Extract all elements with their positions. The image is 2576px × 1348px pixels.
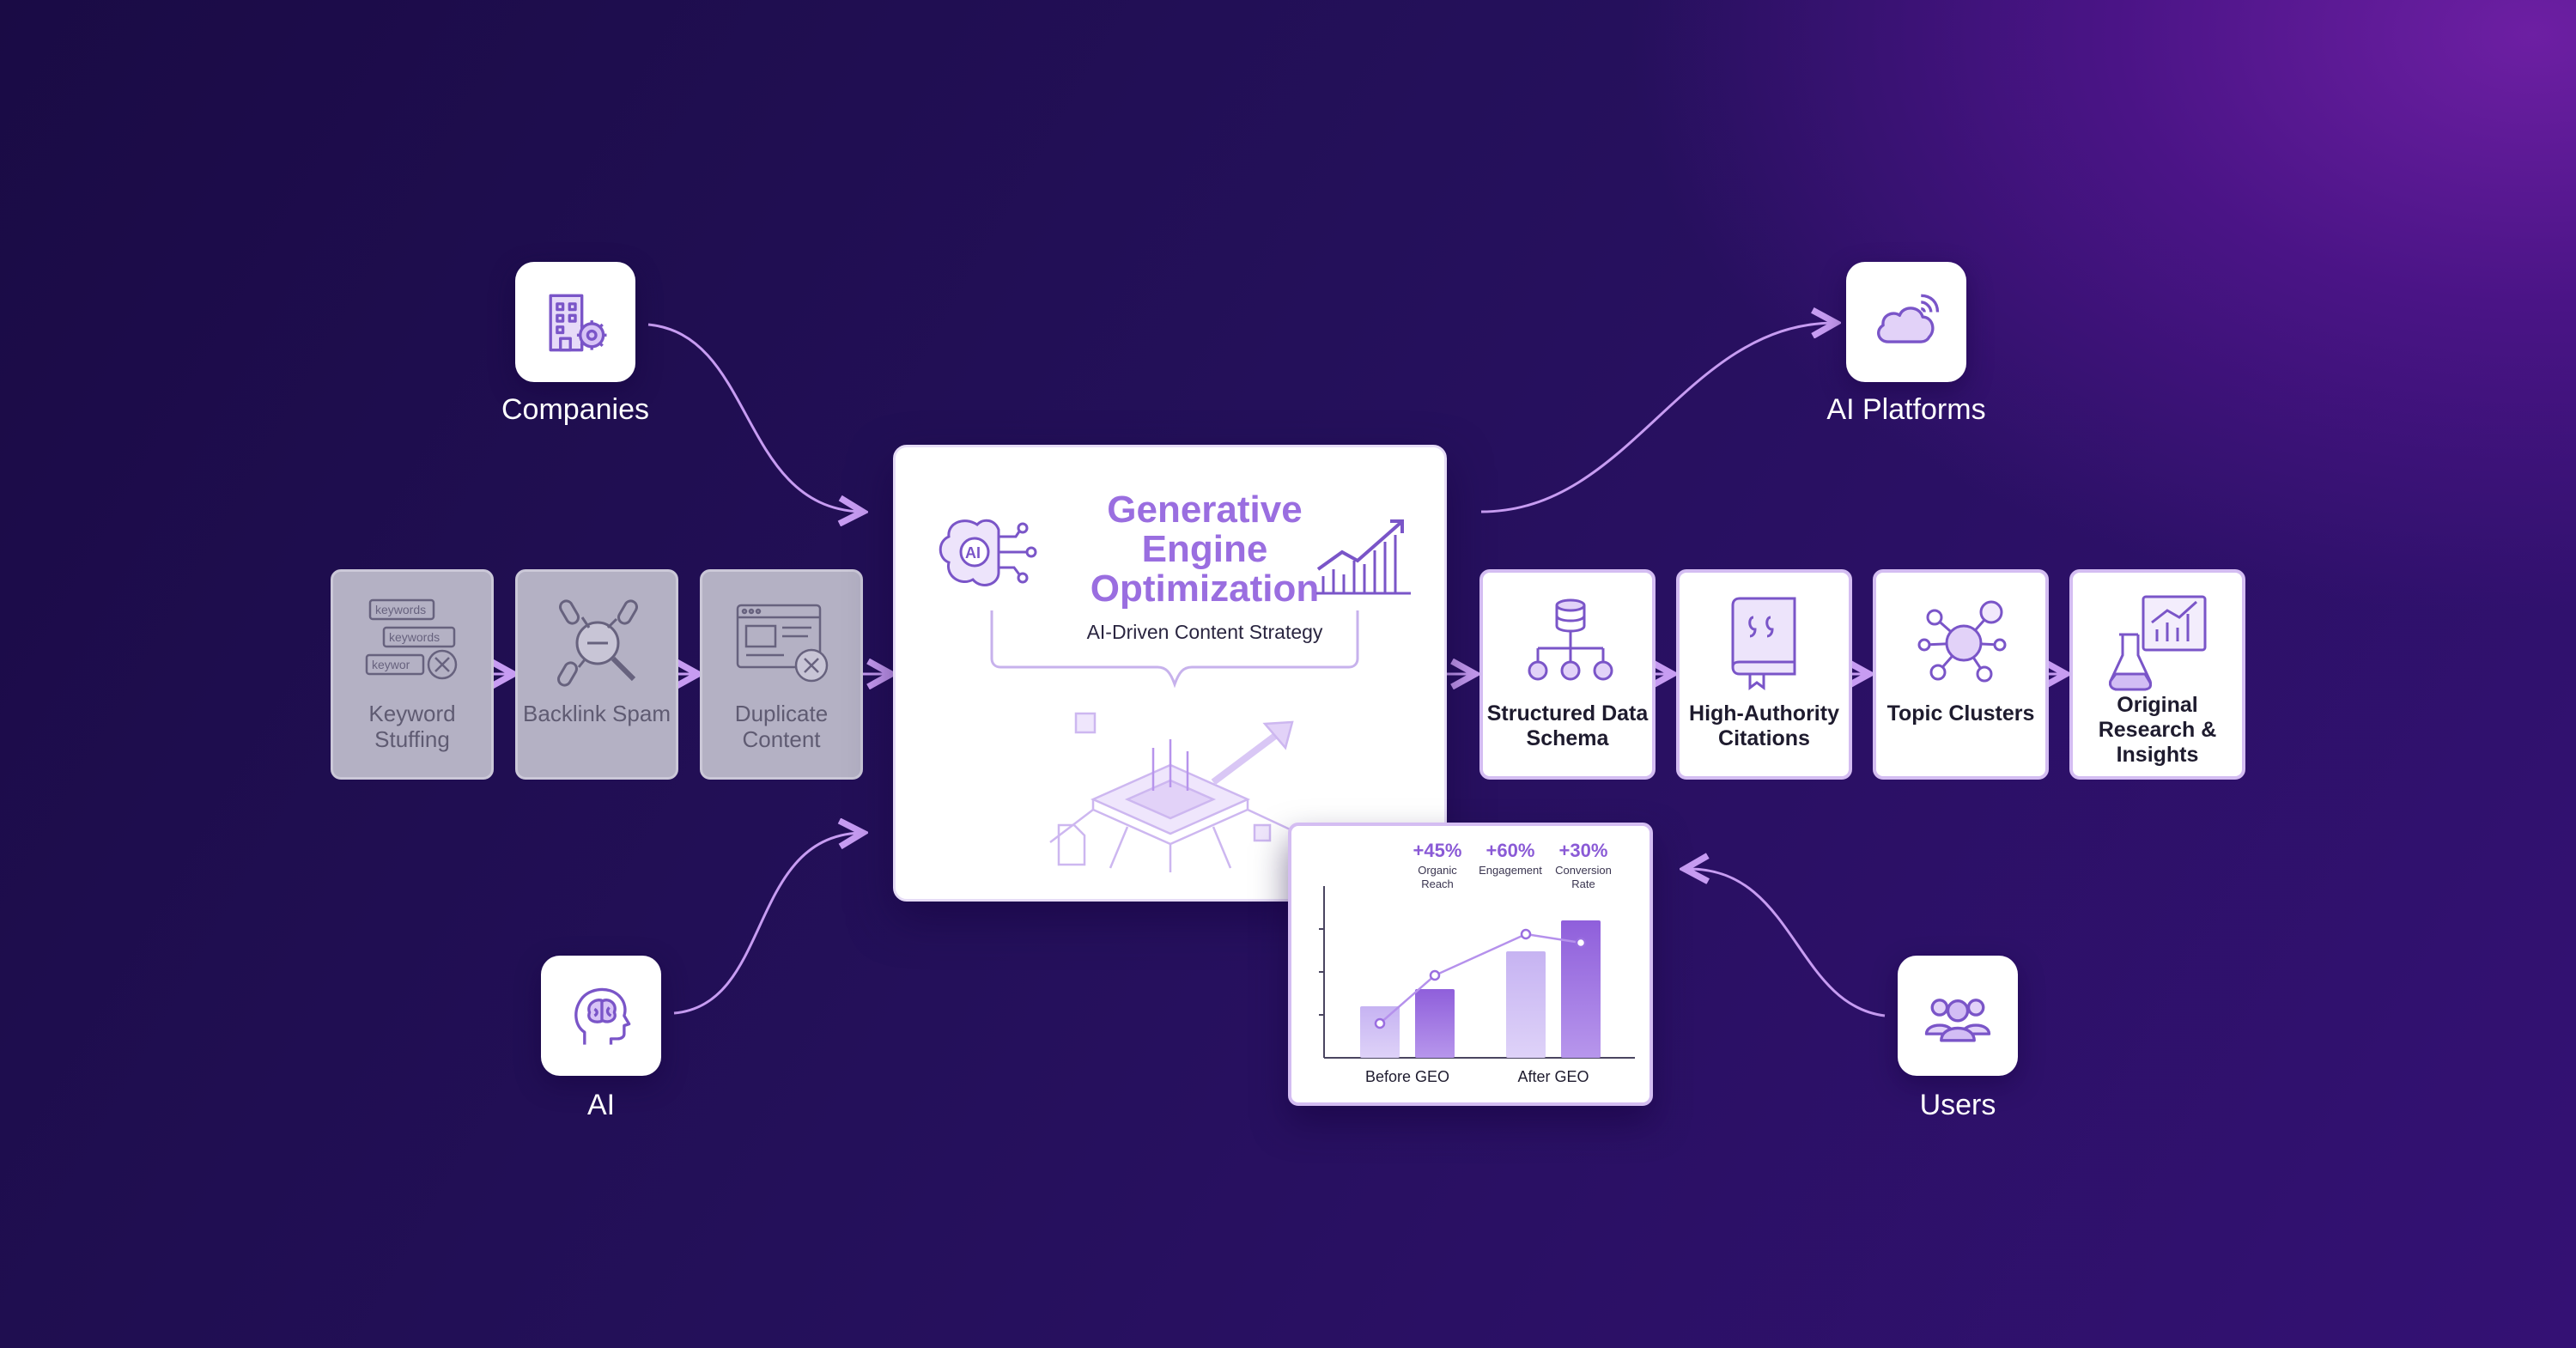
bar-1-1: [1360, 1006, 1400, 1058]
strategy-label: Original Research & Insights: [2098, 693, 2217, 767]
keyword-list-icon: keywords keywords keywor: [365, 598, 458, 680]
geo-panel: AI Generative Engine Optimization AI-Dri…: [893, 445, 1447, 902]
metric-value-3: +30%: [1559, 840, 1608, 861]
category-label: After GEO: [1517, 1068, 1589, 1085]
ai-platforms-label: AI Platforms: [1826, 393, 1986, 426]
bar-2-1: [1506, 951, 1546, 1058]
strategy-high-authority-citations: High-Authority Citations: [1676, 569, 1852, 780]
strategy-label: High-Authority Citations: [1689, 701, 1839, 750]
metric-value-2: +60%: [1486, 840, 1535, 861]
ai-badge-text: AI: [965, 544, 981, 562]
trend-point-1: [1374, 1017, 1386, 1029]
quote-book-icon: [1731, 597, 1796, 690]
strategy-label: Topic Clusters: [1886, 701, 2035, 726]
geo-title-line-3: Optimization: [1090, 568, 1320, 610]
strategy-structured-data-schema: Structured Data Schema: [1479, 569, 1656, 780]
trend-point-3: [1520, 928, 1532, 940]
metric-label-2: Engagement: [1479, 864, 1542, 877]
geo-subtitle: AI-Driven Content Strategy: [1086, 621, 1323, 643]
ai-platforms-tile: [1846, 262, 1966, 382]
strategy-original-research: Original Research & Insights: [2069, 569, 2245, 780]
category-label: Before GEO: [1365, 1068, 1449, 1085]
building-gear-icon: [549, 294, 607, 352]
ai-label: AI: [586, 1089, 616, 1121]
geo-title-line-1: Generative: [1107, 489, 1303, 531]
companies-label: Companies: [501, 393, 649, 426]
strategy-topic-clusters: Topic Clusters: [1873, 569, 2049, 780]
tactic-label: Duplicate Content: [734, 701, 829, 752]
bar-1-2: [1415, 989, 1455, 1058]
ai-brain-icon: AI: [939, 519, 1037, 586]
tactic-backlink-spam: Backlink Spam: [515, 569, 678, 780]
tactic-duplicate-content: Duplicate Content: [700, 569, 863, 780]
link-magnifier-icon: [557, 599, 638, 687]
tactic-keyword-stuffing: keywords keywords keywor Keyword Stuffin…: [331, 569, 494, 780]
metric-value-1: +45%: [1413, 840, 1462, 861]
strategy-label: Structured Data Schema: [1486, 701, 1649, 750]
growth-chart-icon: [1316, 519, 1411, 595]
bar-2-2: [1561, 920, 1601, 1058]
users-group-icon: [1924, 999, 1991, 1042]
arrow-geo-to-platforms: [1480, 323, 1833, 513]
database-hierarchy-icon: [1528, 598, 1613, 681]
flask-chart-icon: [2109, 595, 2207, 691]
trend-point-4: [1575, 937, 1587, 949]
cluster-network-icon: [1917, 600, 2007, 683]
keyword-chip-2: keywords: [389, 630, 440, 644]
tactic-label: Backlink Spam: [523, 701, 671, 726]
users-tile: [1898, 956, 2018, 1076]
arrow-users-to-chart: [1687, 869, 1886, 1017]
subtitle-bracket: [990, 610, 1359, 688]
geo-title-line-2: Engine: [1141, 528, 1268, 570]
geo-title: Generative Engine Optimization: [1033, 490, 1376, 609]
tactic-label: Keyword Stuffing: [368, 701, 456, 752]
cloud-signal-icon: [1877, 294, 1940, 343]
keyword-chip-1: keywords: [375, 603, 426, 616]
arrow-ai-to-geo: [673, 833, 860, 1015]
processor-chip-icon: [1049, 712, 1300, 872]
companies-tile: [515, 262, 635, 382]
metric-label-1: Reach: [1421, 877, 1454, 890]
metric-label-3: Conversion: [1555, 864, 1612, 877]
trend-point-2: [1429, 969, 1441, 981]
trend-line: [1379, 932, 1582, 1024]
metric-label-3: Rate: [1571, 877, 1595, 890]
keyword-chip-3: keywor: [372, 658, 410, 671]
browser-window-x-icon: [736, 604, 829, 683]
users-label: Users: [1919, 1089, 1996, 1121]
brain-head-icon: [574, 987, 631, 1045]
arrow-companies-to-geo: [647, 323, 860, 512]
ai-tile: [541, 956, 661, 1076]
metric-label-1: Organic: [1418, 864, 1457, 877]
